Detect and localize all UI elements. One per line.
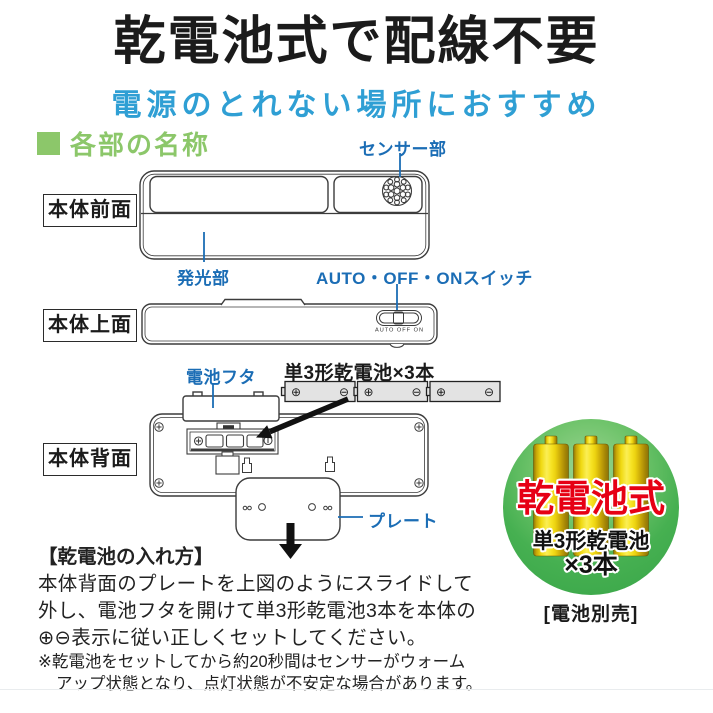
switch-part-label: AUTO・OFF・ONスイッチ [316,269,533,288]
battery-minus-symbol: ⊖ [411,385,421,399]
instruction-line: ⊕⊖表示に従い正しくセットしてください。 [38,627,427,649]
plate-part-label: プレート [368,512,438,531]
section-title: 各部の名称 [70,130,211,160]
aa-battery-icon [573,435,609,557]
battery-minus-symbol: ⊖ [484,385,494,399]
battery-icon [353,380,429,403]
page-title: 乾電池式で配線不要 [113,13,600,71]
batteries-row-label: 単3形乾電池×3本 [284,363,435,384]
sensor-dome-icon [381,175,413,207]
badge-battery-type: 単3形乾電池 [532,530,650,553]
badge-title: 乾電池式 [517,478,665,519]
instruction-line: 本体背面のプレートを上図のようにスライドして [38,573,474,595]
instruction-line: 外し、電池フタを開けて単3形乾電池3本を本体の [38,600,477,622]
section-bullet-icon [37,132,60,155]
battery-cover-drawing [182,391,280,422]
section-header: 各部の名称 [37,125,210,162]
switch-positions-text: AUTO OFF ON [375,328,423,334]
aa-battery-icon [533,435,569,557]
battery-plus-symbol: ⊕ [291,385,301,399]
front-view-label: 本体前面 [43,194,137,227]
aa-battery-icon [613,435,649,557]
screw-icon [414,478,424,488]
battery-badge: 乾電池式 単3形乾電池 ×3本 [503,419,679,595]
caution-note-line: アップ状態となり、点灯状態が不安定な場合があります。 [56,675,483,693]
battery-plus-symbol: ⊕ [436,385,446,399]
badge-batteries-illustration [533,435,649,557]
badge-battery-count: ×3本 [564,551,618,579]
top-view-label: 本体上面 [43,309,137,342]
page-subtitle: 電源のとれない場所におすすめ [111,89,602,122]
battery-minus-symbol: ⊖ [339,385,349,399]
slide-arrow-icon [256,396,350,439]
leader-lines [203,153,401,518]
aa-batteries-row: ⊕ ⊖ ⊕ ⊖ ⊕ ⊖ [280,380,501,403]
sensor-part-label: センサー部 [359,140,447,159]
power-switch-icon [376,310,422,326]
top-view-drawing: AUTO OFF ON [141,298,438,348]
keyhole-slot-icon [325,456,335,472]
screw-icon [154,478,164,488]
screw-icon [154,422,164,432]
screw-icon [414,422,424,432]
down-arrow-icon [279,523,302,559]
front-view-drawing [139,170,430,260]
cover-part-label: 電池フタ [186,368,256,387]
batteries-sold-separately-note: [電池別売] [543,604,639,625]
light-part-label: 発光部 [177,269,230,288]
battery-icon [425,380,501,403]
battery-plus-symbol: ⊕ [363,385,373,399]
back-view-drawing [149,391,429,541]
instructions-heading: 【乾電池の入れ方】 [38,546,214,568]
keyhole-slot-icon [242,457,252,473]
back-view-label: 本体背面 [43,443,137,476]
caution-note-line: ※乾電池をセットしてから約20秒間はセンサーがウォーム [38,653,466,671]
bottom-divider [0,689,713,690]
